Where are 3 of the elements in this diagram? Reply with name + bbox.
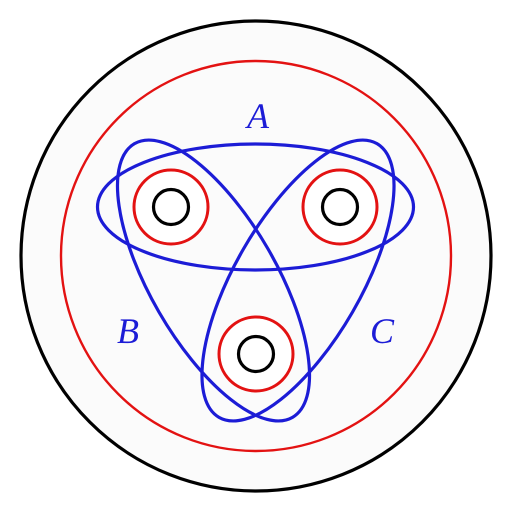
curve-label: B: [117, 313, 139, 349]
curve-label: C: [370, 313, 394, 349]
curve-label: A: [247, 98, 269, 134]
